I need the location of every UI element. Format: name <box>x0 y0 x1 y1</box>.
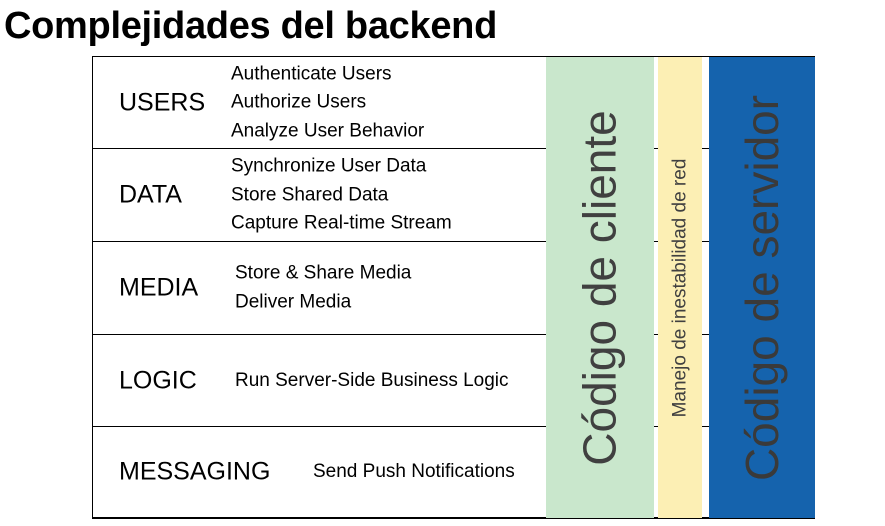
row-users: USERS Authenticate Users Authorize Users… <box>93 57 814 149</box>
backend-diagram: USERS Authenticate Users Authorize Users… <box>92 56 815 519</box>
server-code-band: Código de servidor <box>709 57 815 518</box>
server-code-label: Código de servidor <box>736 94 789 481</box>
item-list: Store & Share Media Deliver Media <box>235 260 411 317</box>
category-label: MEDIA <box>119 273 199 302</box>
row-media: MEDIA Store & Share Media Deliver Media <box>93 242 814 335</box>
row-messaging: MESSAGING Send Push Notifications <box>93 427 814 518</box>
row-data: DATA Synchronize User Data Store Shared … <box>93 149 814 242</box>
client-code-band: Código de cliente <box>546 57 654 518</box>
item-list: Run Server-Side Business Logic <box>235 366 509 395</box>
list-item: Deliver Media <box>235 291 352 312</box>
list-item: Send Push Notifications <box>313 460 515 482</box>
item-list: Synchronize User Data Store Shared Data … <box>231 152 452 238</box>
category-label: DATA <box>119 180 182 209</box>
item-list: Send Push Notifications <box>313 458 515 487</box>
network-instability-label: Manejo de inestabilidad de red <box>669 158 691 417</box>
list-item: Capture Real-time Stream <box>231 212 452 234</box>
item-list: Authenticate Users Authorize Users Analy… <box>231 60 424 146</box>
network-instability-band: Manejo de inestabilidad de red <box>658 57 702 518</box>
category-label: MESSAGING <box>119 457 271 486</box>
list-item: Analyze User Behavior <box>231 119 425 141</box>
list-item: Authorize Users <box>231 91 367 113</box>
list-item: Authenticate Users <box>231 62 392 84</box>
page-title: Complejidades del backend <box>4 5 497 47</box>
list-item: Run Server-Side Business Logic <box>235 369 509 391</box>
client-code-label: Código de cliente <box>574 109 626 466</box>
list-item: Store Shared Data <box>231 183 389 205</box>
list-item: Synchronize User Data <box>231 155 427 177</box>
list-item: Store & Share Media <box>235 262 412 284</box>
category-label: USERS <box>119 88 206 116</box>
category-label: LOGIC <box>119 366 197 394</box>
row-logic: LOGIC Run Server-Side Business Logic <box>93 335 814 427</box>
